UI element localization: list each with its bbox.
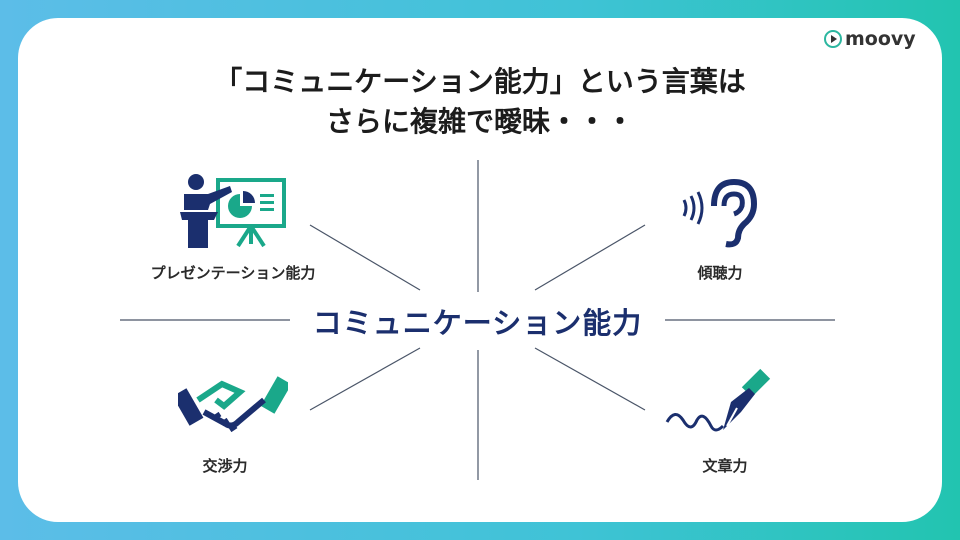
play-icon	[824, 30, 842, 48]
moovy-logo: moovy	[824, 28, 916, 50]
fountain-pen-icon	[665, 368, 771, 432]
slide-card	[18, 18, 942, 522]
logo-text: moovy	[845, 28, 916, 50]
slide-title-line2: さらに複雑で曖昧・・・	[325, 105, 634, 138]
presentation-icon	[180, 174, 286, 248]
line-lower-left	[309, 347, 421, 411]
line-lower-right	[534, 347, 646, 411]
handshake-icon	[178, 376, 288, 433]
skill-label-presentation: プレゼンテーション能力	[150, 264, 316, 282]
skill-label-negotiation: 交渉力	[202, 457, 248, 475]
line-upper-right	[534, 224, 646, 291]
center-label: コミュニケーション能力	[312, 306, 643, 340]
skill-label-listening: 傾聴力	[697, 264, 743, 282]
slide-title-line1: 「コミュニケーション能力」という言葉は	[214, 65, 746, 98]
ear-icon	[682, 178, 758, 248]
skill-label-writing: 文章力	[702, 457, 748, 475]
line-upper-left	[309, 224, 421, 291]
